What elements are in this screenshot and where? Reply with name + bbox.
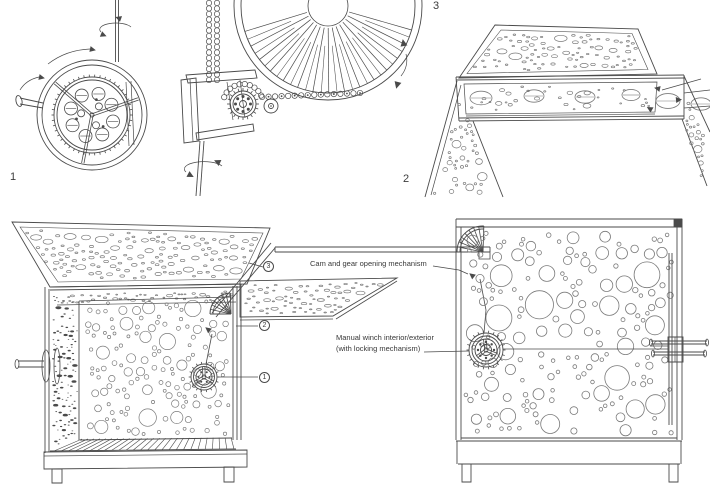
chain-sprocket [227,88,259,120]
shelf-perforations [244,282,384,315]
shelf-perforations [470,85,651,111]
winch-gear-wheel [51,74,139,164]
side-wall-perforations [52,296,78,445]
detail-2-label: 2 [403,173,410,185]
lid-perforations [472,33,638,72]
detail-1-label: 1 [10,171,17,183]
leader-lines [218,262,470,378]
right-wall-perforations [685,101,705,177]
annotation-cam-gear: Cam and gear opening mechanism [310,259,427,268]
annotation-manual-winch: Manual winch interior/exterior (with loc… [336,333,434,354]
detail-1-winch-gear-drawing [15,0,148,171]
detail-2-chain-drive-drawing [180,0,423,197]
callout-2-badge: 2 [259,320,270,331]
manual-winch-wheel [466,330,506,370]
annotation-manual-winch-line1: Manual winch interior/exterior [336,333,434,342]
interior-winch-wheel [188,361,220,393]
callout-3-badge: 3 [263,261,274,272]
lid-perforations [25,229,259,280]
callout-1-badge: 1 [259,372,270,383]
back-wall-perforations [85,299,231,436]
left-wall-perforations [433,103,488,195]
front-elevation-drawing [274,218,709,483]
front-panel-perforations [463,230,674,437]
isometric-cutaway-drawing [11,221,399,484]
detail-3-label: 3 [433,0,440,12]
annotation-manual-winch-line2: (with locking mechanism) [336,343,421,353]
detail-3-open-panels-drawing [424,24,710,198]
cam-fan-gear [209,292,232,315]
drive-chain [205,0,364,101]
